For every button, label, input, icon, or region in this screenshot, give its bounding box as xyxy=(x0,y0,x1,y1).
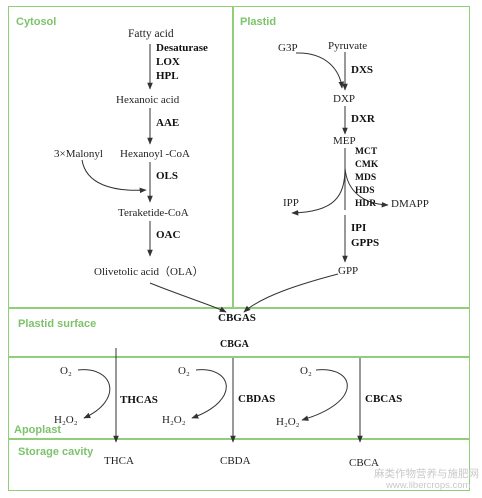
cytosol-header: Cytosol xyxy=(16,16,57,28)
pyruvate-label: Pyruvate xyxy=(328,40,368,52)
enzyme-hds: HDS xyxy=(355,186,375,196)
h2o2-label-1: H₂O₂ xyxy=(54,414,78,426)
storage-cavity-panel xyxy=(8,438,470,491)
arrow-malonyl-curve xyxy=(81,159,147,194)
h2o2-label-3: H₂O₂ xyxy=(276,416,300,428)
cbca-label: CBCA xyxy=(349,457,379,469)
apoplast-header: Apoplast xyxy=(14,424,62,436)
cbga-label: CBGA xyxy=(220,339,249,350)
arrow-ola-to-cbgas xyxy=(149,282,227,313)
arrow-mep-to-dmapp xyxy=(344,167,389,208)
olivetolic-acid-label: Olivetolic acid（OLA） xyxy=(94,266,204,278)
enzyme-cbcas: CBCAS xyxy=(365,393,403,405)
plastid-surface-header: Plastid surface xyxy=(18,318,97,330)
cbda-label: CBDA xyxy=(220,455,251,467)
arrow-gpp-to-cbgas xyxy=(243,273,339,313)
hexanoyl-coa-label: Hexanoyl -CoA xyxy=(120,148,190,160)
mep-label: MEP xyxy=(333,135,356,147)
g3p-label: G3P xyxy=(278,42,298,54)
teraketide-coa-label: Teraketide-CoA xyxy=(118,207,189,219)
arrow-o2-h2o2-2 xyxy=(191,369,227,419)
enzyme-thcas: THCAS xyxy=(120,394,158,406)
h2o2-label-2: H₂O₂ xyxy=(162,414,186,426)
o2-label-3: O₂ xyxy=(300,365,312,377)
cytosol-panel xyxy=(8,6,234,309)
arrow-mep-to-ipp xyxy=(291,167,346,216)
enzyme-ipi: IPI xyxy=(351,222,367,234)
enzyme-oac: OAC xyxy=(156,229,181,241)
dxp-label: DXP xyxy=(333,93,356,105)
plastid-panel xyxy=(232,6,470,309)
arrow-g3p-curve xyxy=(295,52,345,89)
watermark-line2: www.libercrops.com xyxy=(386,480,471,491)
watermark-line1: 麻类作物营养与施肥网 xyxy=(374,468,479,480)
plastid-header: Plastid xyxy=(240,16,277,28)
enzyme-cbgas: CBGAS xyxy=(218,312,256,324)
thca-label: THCA xyxy=(104,455,134,467)
enzyme-desaturase: Desaturase xyxy=(156,42,208,54)
enzyme-cmk: CMK xyxy=(355,160,379,170)
enzyme-hdr: HDR xyxy=(355,199,377,209)
enzyme-ols: OLS xyxy=(156,170,179,182)
enzyme-cbdas: CBDAS xyxy=(238,393,276,405)
enzyme-dxs: DXS xyxy=(351,64,374,76)
arrow-o2-h2o2-1 xyxy=(77,369,111,419)
malonyl-label: 3×Malonyl xyxy=(54,148,103,160)
o2-label-2: O₂ xyxy=(178,365,190,377)
enzyme-hpl: HPL xyxy=(156,70,179,82)
enzyme-lox: LOX xyxy=(156,56,180,68)
fatty-acid-label: Fatty acid xyxy=(128,28,174,40)
ipp-label: IPP xyxy=(283,197,299,209)
dmapp-label: DMAPP xyxy=(391,198,429,210)
o2-label-1: O₂ xyxy=(60,365,72,377)
enzyme-dxr: DXR xyxy=(351,113,375,125)
arrow-o2-h2o2-3 xyxy=(301,369,348,421)
gpp-label: GPP xyxy=(338,265,359,277)
hexanoic-acid-label: Hexanoic acid xyxy=(116,94,180,106)
enzyme-mct: MCT xyxy=(355,147,378,157)
enzyme-aae: AAE xyxy=(156,117,180,129)
plastid-surface-panel xyxy=(8,307,470,358)
storage-cavity-header: Storage cavity xyxy=(18,446,94,458)
apoplast-panel xyxy=(8,356,470,440)
enzyme-gpps: GPPS xyxy=(351,237,380,249)
enzyme-mds: MDS xyxy=(355,173,377,183)
